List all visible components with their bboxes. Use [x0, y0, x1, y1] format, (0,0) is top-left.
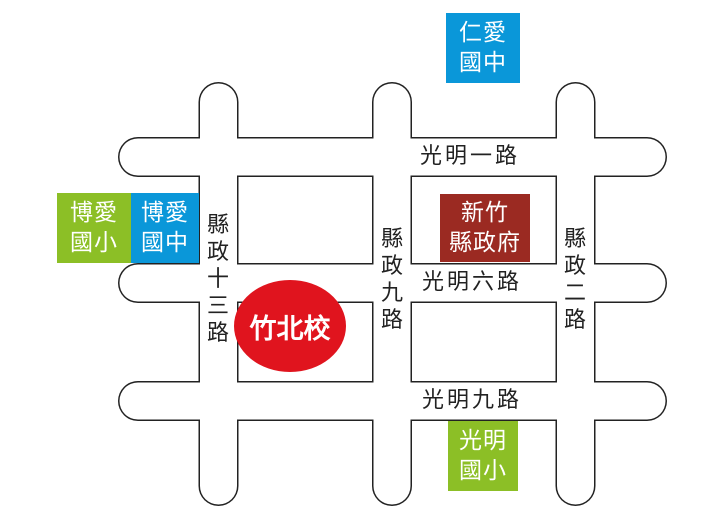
road-label-xianzheng-9: 縣政九路 — [380, 227, 403, 333]
county-government-label: 新竹 縣政府 — [440, 194, 530, 262]
label-line: 博愛 — [141, 200, 189, 226]
label-line: 國小 — [70, 230, 118, 256]
campus-label: 竹北校 — [249, 313, 331, 345]
road-label-guangming-9: 光明九路 — [422, 388, 523, 413]
road-label-guangming-6: 光明六路 — [422, 270, 523, 295]
boai-junior-high-label: 博愛 國中 — [131, 193, 199, 263]
boai-elementary-label: 博愛 國小 — [57, 193, 131, 263]
guangming-elementary-label: 光明 國小 — [448, 421, 518, 491]
label-line: 國中 — [141, 230, 189, 256]
label-line: 光明 — [459, 428, 507, 454]
label-line: 縣政府 — [449, 230, 521, 256]
label-line: 新竹 — [461, 200, 509, 226]
label-line: 國中 — [459, 50, 507, 76]
label-line: 博愛 — [70, 200, 118, 226]
label-line: 國小 — [459, 458, 507, 484]
road-label-xianzheng-13: 縣政十三路 — [206, 213, 229, 346]
road-label-guangming-1: 光明一路 — [420, 144, 521, 169]
label-line: 仁愛 — [459, 20, 507, 46]
renai-junior-high-label: 仁愛 國中 — [446, 13, 520, 83]
road-label-xianzheng-2: 縣政二路 — [563, 227, 586, 333]
zhubei-campus-marker: 竹北校 — [234, 280, 346, 372]
